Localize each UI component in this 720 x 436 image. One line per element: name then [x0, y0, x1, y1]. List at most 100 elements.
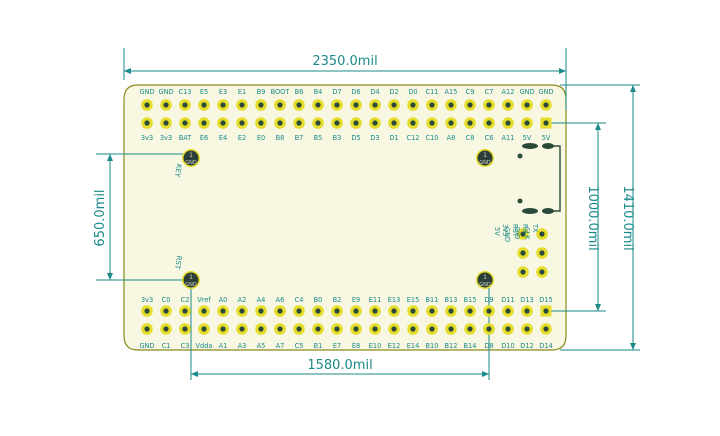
connector-dot	[517, 198, 523, 204]
connector-dot	[517, 153, 523, 159]
pin-label: B3	[333, 134, 342, 142]
pad-drill	[391, 102, 397, 108]
pad-drill	[524, 120, 530, 126]
pin-label: Vref	[197, 296, 211, 304]
side-pin-label: RX	[521, 224, 529, 234]
pin-label: C4	[295, 296, 304, 304]
pin-label: A3	[238, 342, 247, 350]
pin-label: C2	[181, 296, 190, 304]
pad-drill	[258, 120, 264, 126]
dimension-arrow	[595, 304, 601, 311]
pad-drill	[448, 308, 454, 314]
mount-hole-number: 1	[483, 152, 487, 159]
pin-label: E2	[238, 134, 246, 142]
pin-label: C8	[466, 134, 475, 142]
pin-label: A7	[276, 342, 285, 350]
pin-label: E11	[369, 296, 382, 304]
pin-label: E0	[257, 134, 265, 142]
pin-label: B4	[314, 88, 323, 96]
pad-drill	[372, 120, 378, 126]
pin-label: D10	[501, 342, 514, 350]
pin-label: C13	[179, 88, 192, 96]
pin-label: D15	[539, 296, 552, 304]
pin-label: D1	[389, 134, 398, 142]
pad-drill	[524, 326, 530, 332]
pad-drill	[505, 326, 511, 332]
pin-label: A8	[447, 134, 456, 142]
pad-drill	[201, 326, 207, 332]
pin-label: E4	[219, 134, 227, 142]
dimension-arrow	[595, 123, 601, 130]
height-total-label: 1410.0mil	[620, 185, 635, 250]
side-pin-label: 3v3	[501, 224, 509, 236]
pin-label: GND	[139, 88, 154, 96]
pad-drill	[258, 308, 264, 314]
pad-vertical-label: 1000.0mil	[585, 185, 600, 250]
pad-drill	[543, 326, 549, 332]
pin-label: D14	[539, 342, 552, 350]
pad-drill	[277, 120, 283, 126]
pad-drill	[220, 120, 226, 126]
pad-drill	[239, 120, 245, 126]
pad-drill	[429, 120, 435, 126]
connector-slot	[542, 208, 554, 214]
pin-label: B10	[426, 342, 439, 350]
rst-silk-label: RST	[173, 255, 183, 270]
pin-label: E13	[388, 296, 401, 304]
pad-drill	[353, 102, 359, 108]
mount-hole-net: GND	[185, 160, 197, 166]
dimension-arrow	[630, 343, 636, 350]
pad-drill	[182, 326, 188, 332]
pad-drill	[429, 102, 435, 108]
pin-label: B2	[333, 296, 342, 304]
pad-drill	[220, 326, 226, 332]
pin-label: E8	[352, 342, 360, 350]
pin-label: C1	[162, 342, 171, 350]
connector-slot	[542, 143, 554, 149]
pad-drill	[543, 102, 549, 108]
pad-drill	[315, 326, 321, 332]
dimension-arrow	[482, 371, 489, 377]
pad-drill	[486, 308, 492, 314]
pin-label: BAT	[179, 134, 193, 142]
pin-label: E1	[238, 88, 246, 96]
pad-drill	[277, 326, 283, 332]
pad-drill	[239, 308, 245, 314]
pin-label: D2	[389, 88, 398, 96]
pin-label: E12	[388, 342, 401, 350]
mount-hole-net: GND	[479, 160, 491, 166]
pin-label: C7	[485, 88, 494, 96]
pad-drill	[467, 120, 473, 126]
pin-label: B14	[464, 342, 477, 350]
pad-drill	[410, 308, 416, 314]
pad-drill	[277, 102, 283, 108]
pad-drill	[220, 308, 226, 314]
pad-drill	[296, 308, 302, 314]
pad-drill	[524, 102, 530, 108]
pad-drill	[144, 308, 150, 314]
side-pin-label: RST	[511, 224, 519, 238]
pin-label: E7	[333, 342, 341, 350]
pin-label: D0	[408, 88, 417, 96]
pin-label: C6	[485, 134, 494, 142]
pad-drill	[520, 250, 526, 256]
side-pin-label: CLK	[523, 227, 531, 240]
pad-drill	[163, 326, 169, 332]
pad-drill	[410, 326, 416, 332]
pin-label: A5	[257, 342, 266, 350]
mount-hole-number: 1	[189, 152, 193, 159]
pin-label: E6	[200, 134, 208, 142]
pin-label: C5	[295, 342, 304, 350]
pin-label: GND	[139, 342, 154, 350]
pad-drill	[467, 308, 473, 314]
side-pin-label: 5V	[493, 227, 501, 236]
pin-label: A15	[445, 88, 458, 96]
pad-drill	[524, 308, 530, 314]
pad-drill	[486, 326, 492, 332]
pin-label: A1	[219, 342, 228, 350]
pad-drill	[182, 308, 188, 314]
pin-label: E5	[200, 88, 208, 96]
pin-label: 3v3	[141, 134, 153, 142]
pad-drill	[467, 102, 473, 108]
pad-drill	[372, 102, 378, 108]
